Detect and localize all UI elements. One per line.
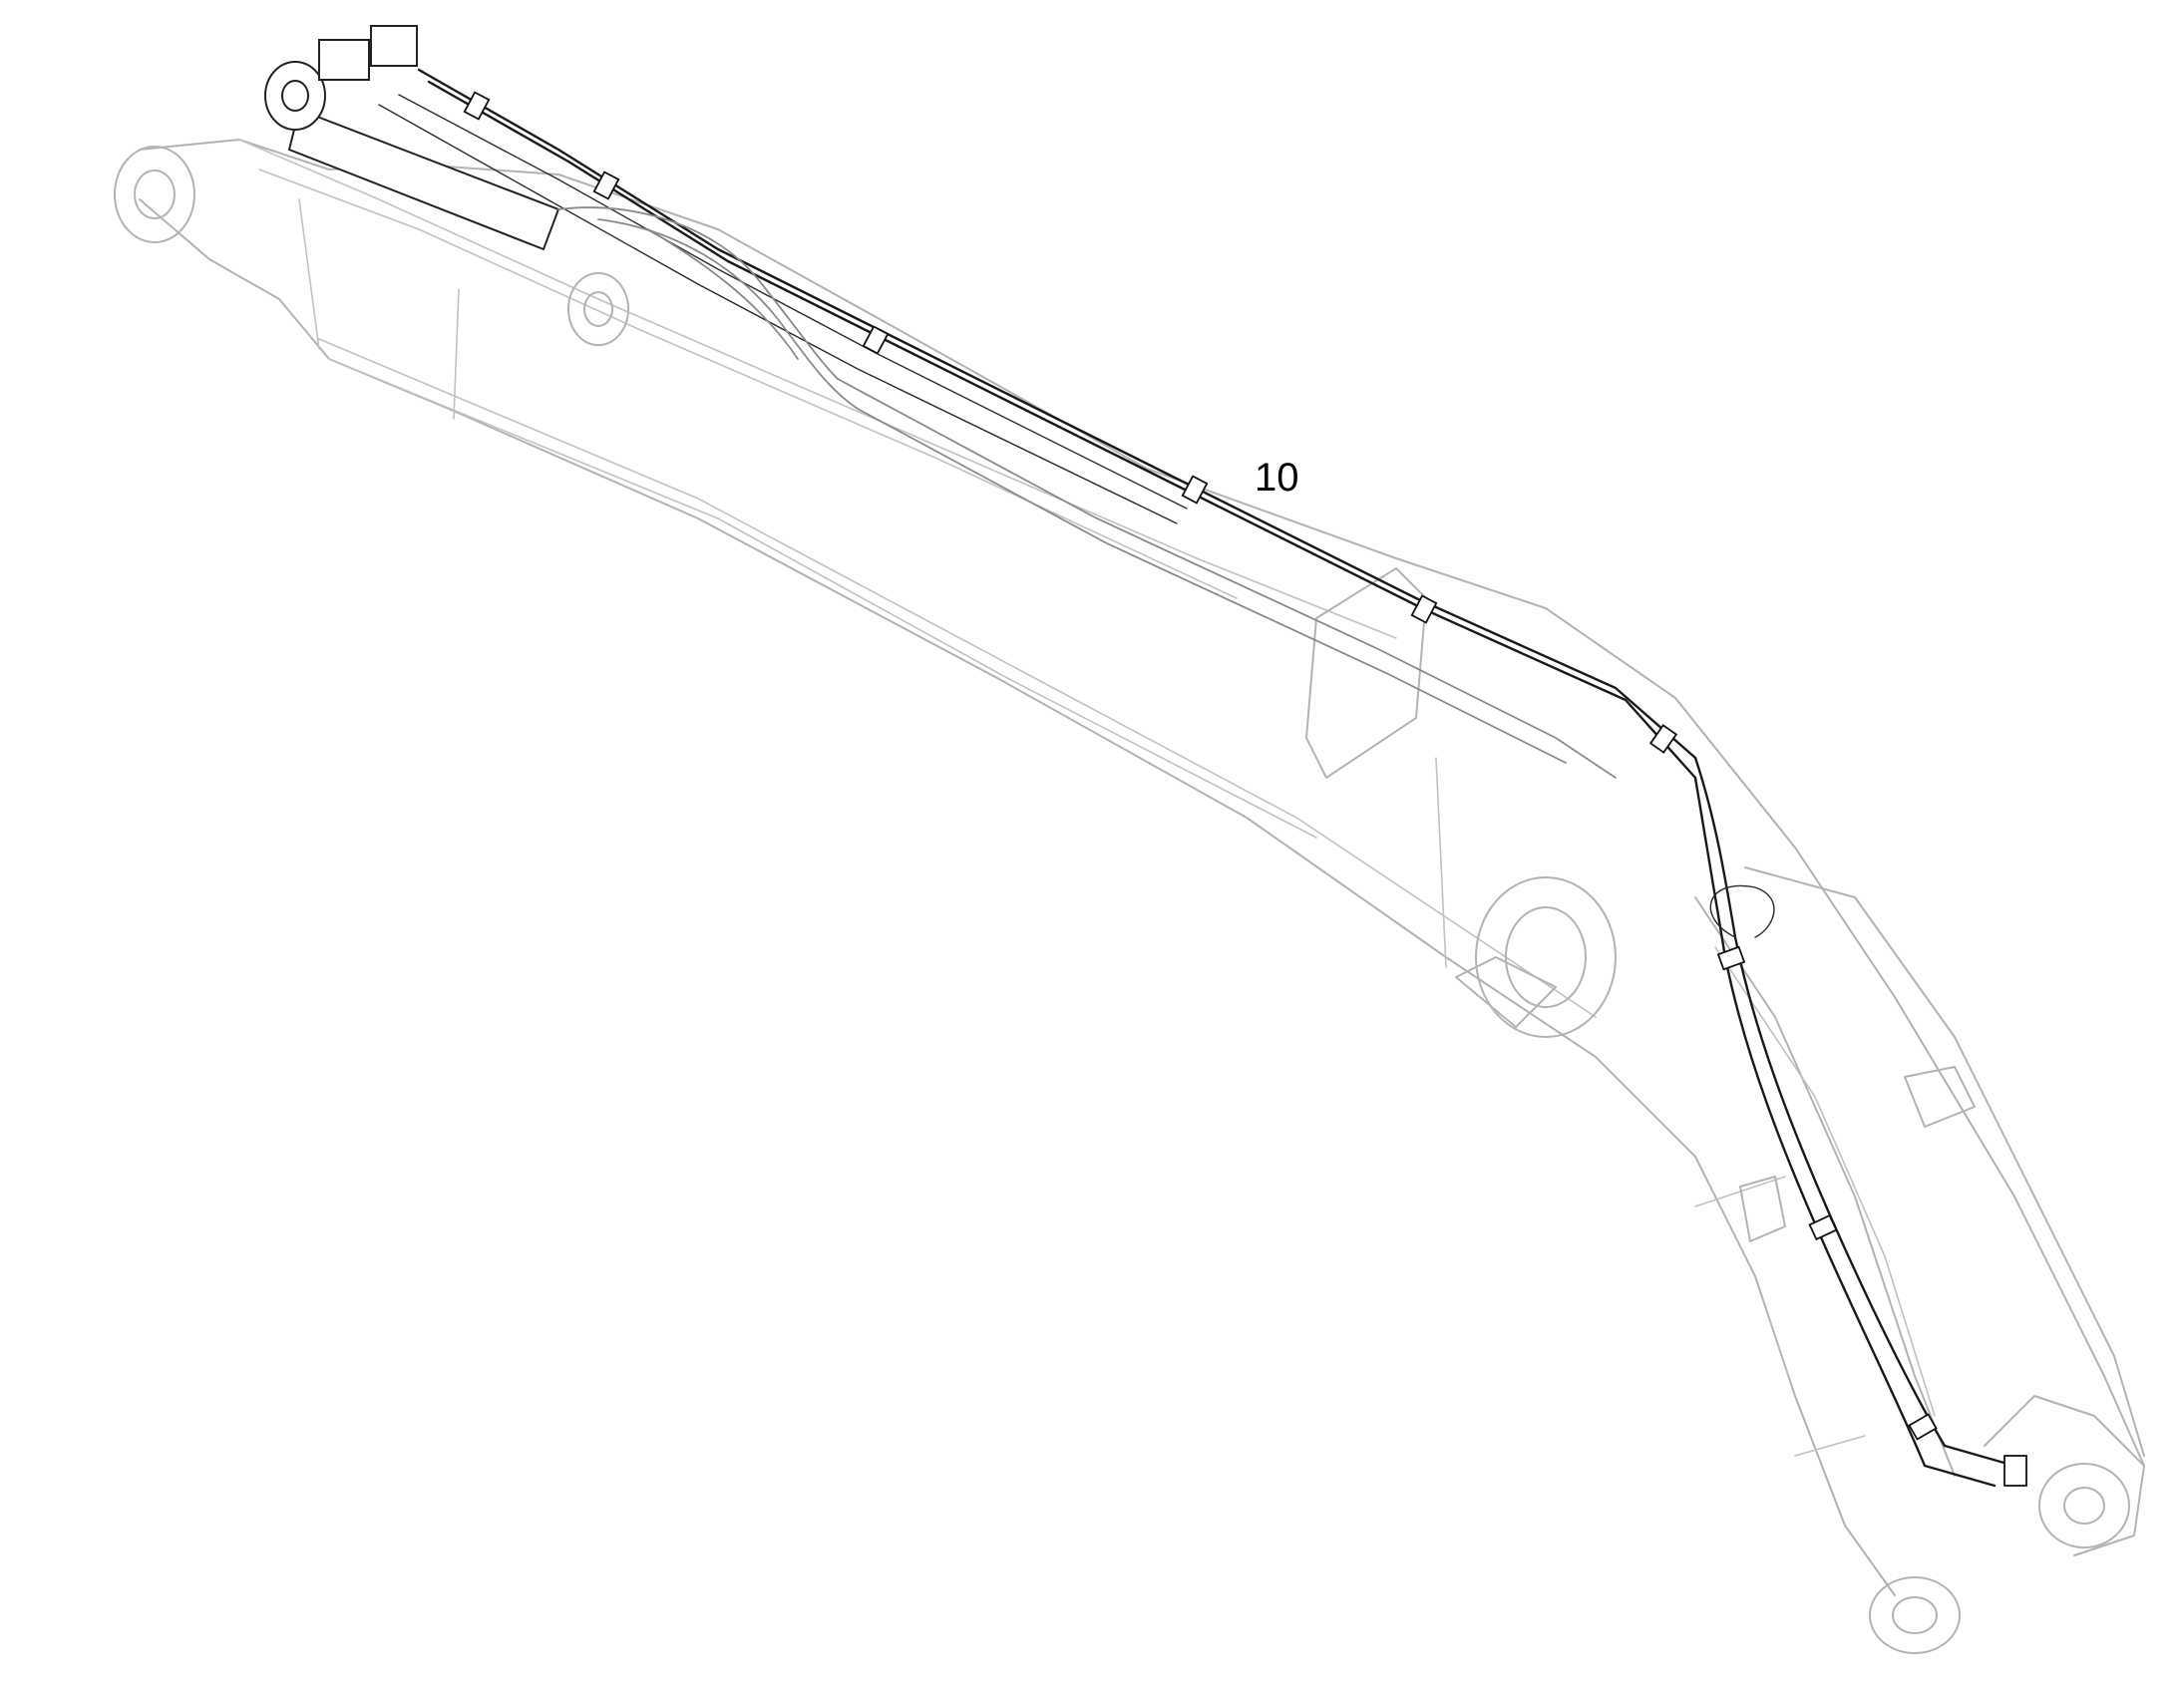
hydraulic-cylinder [287, 108, 560, 251]
hydraulic-lines [264, 25, 2027, 1488]
pipe-clamp-9 [1908, 1413, 1938, 1441]
bulkhead-2 [453, 288, 460, 420]
tip-boss-lower [1869, 1576, 1961, 1654]
boom-nose-inner [1694, 896, 1956, 1477]
front-fitting [2003, 1455, 2027, 1487]
mid-pivot-boss-inner [1505, 906, 1587, 1008]
boom-top-plate [238, 139, 1397, 639]
boom-nose-rib [1714, 946, 1936, 1417]
main-pipe-2 [427, 80, 1697, 780]
bulkhead-3 [1435, 757, 1447, 968]
rear-flex-hose-2 [597, 218, 859, 410]
pipe-clamp-1 [463, 91, 491, 121]
lower-side-bracket [1739, 1176, 1786, 1242]
rear-flex-hose-3 [647, 228, 799, 360]
rear-pin-hole-2 [583, 291, 613, 327]
pipe-clamp-3 [862, 325, 890, 355]
front-pipe-2 [1693, 776, 1997, 1488]
rear-foot-pin-hole [134, 170, 176, 219]
bulkhead-5 [1794, 1435, 1866, 1457]
main-pipe-1 [417, 68, 1697, 760]
bulkhead-1 [298, 198, 320, 350]
boom-web-line-2 [328, 358, 1317, 839]
boom-web-line [318, 338, 1597, 1018]
tip-hole-lower [1892, 1596, 1938, 1634]
tip-hole-upper [2063, 1487, 2105, 1525]
lower-pipe-run-2 [857, 408, 1567, 764]
pipe-clamp-5 [1410, 594, 1438, 624]
callout-label: 10 [1255, 456, 1299, 500]
front-side-bracket [1904, 1066, 1976, 1128]
pipe-clamp-4 [1181, 475, 1209, 505]
rear-pin-boss-2 [567, 272, 629, 346]
pipe-clamp-8 [1808, 1213, 1838, 1241]
pipe-clamp-2 [592, 171, 620, 200]
mid-pivot-boss-outer [1475, 876, 1617, 1038]
main-pipe-3 [398, 94, 1188, 510]
boom-nose-outer [1744, 866, 2145, 1457]
boom-structure [114, 139, 2145, 1654]
rear-foot-pin-boss [114, 146, 195, 243]
mid-pivot-bracket [1455, 956, 1557, 1028]
pipe-clamp-7 [1716, 945, 1746, 971]
front-hose-loop [1709, 884, 1775, 938]
lower-pipe-run-1 [837, 378, 1617, 779]
pipe-clamp-6 [1648, 724, 1678, 754]
valve-block-1 [318, 39, 370, 81]
boom-upper-edge [139, 139, 2145, 1467]
mid-bracket-plate [1305, 567, 1427, 779]
tip-fork [1984, 1395, 2145, 1556]
front-pipe-1 [1693, 756, 2016, 1468]
tip-boss-upper [2038, 1463, 2130, 1548]
main-pipe-4 [378, 104, 1178, 524]
valve-block-2 [370, 25, 418, 67]
rear-flex-hose-1 [557, 206, 839, 380]
cylinder-end-bore [281, 80, 309, 112]
boom-lower-edge [139, 198, 1896, 1596]
